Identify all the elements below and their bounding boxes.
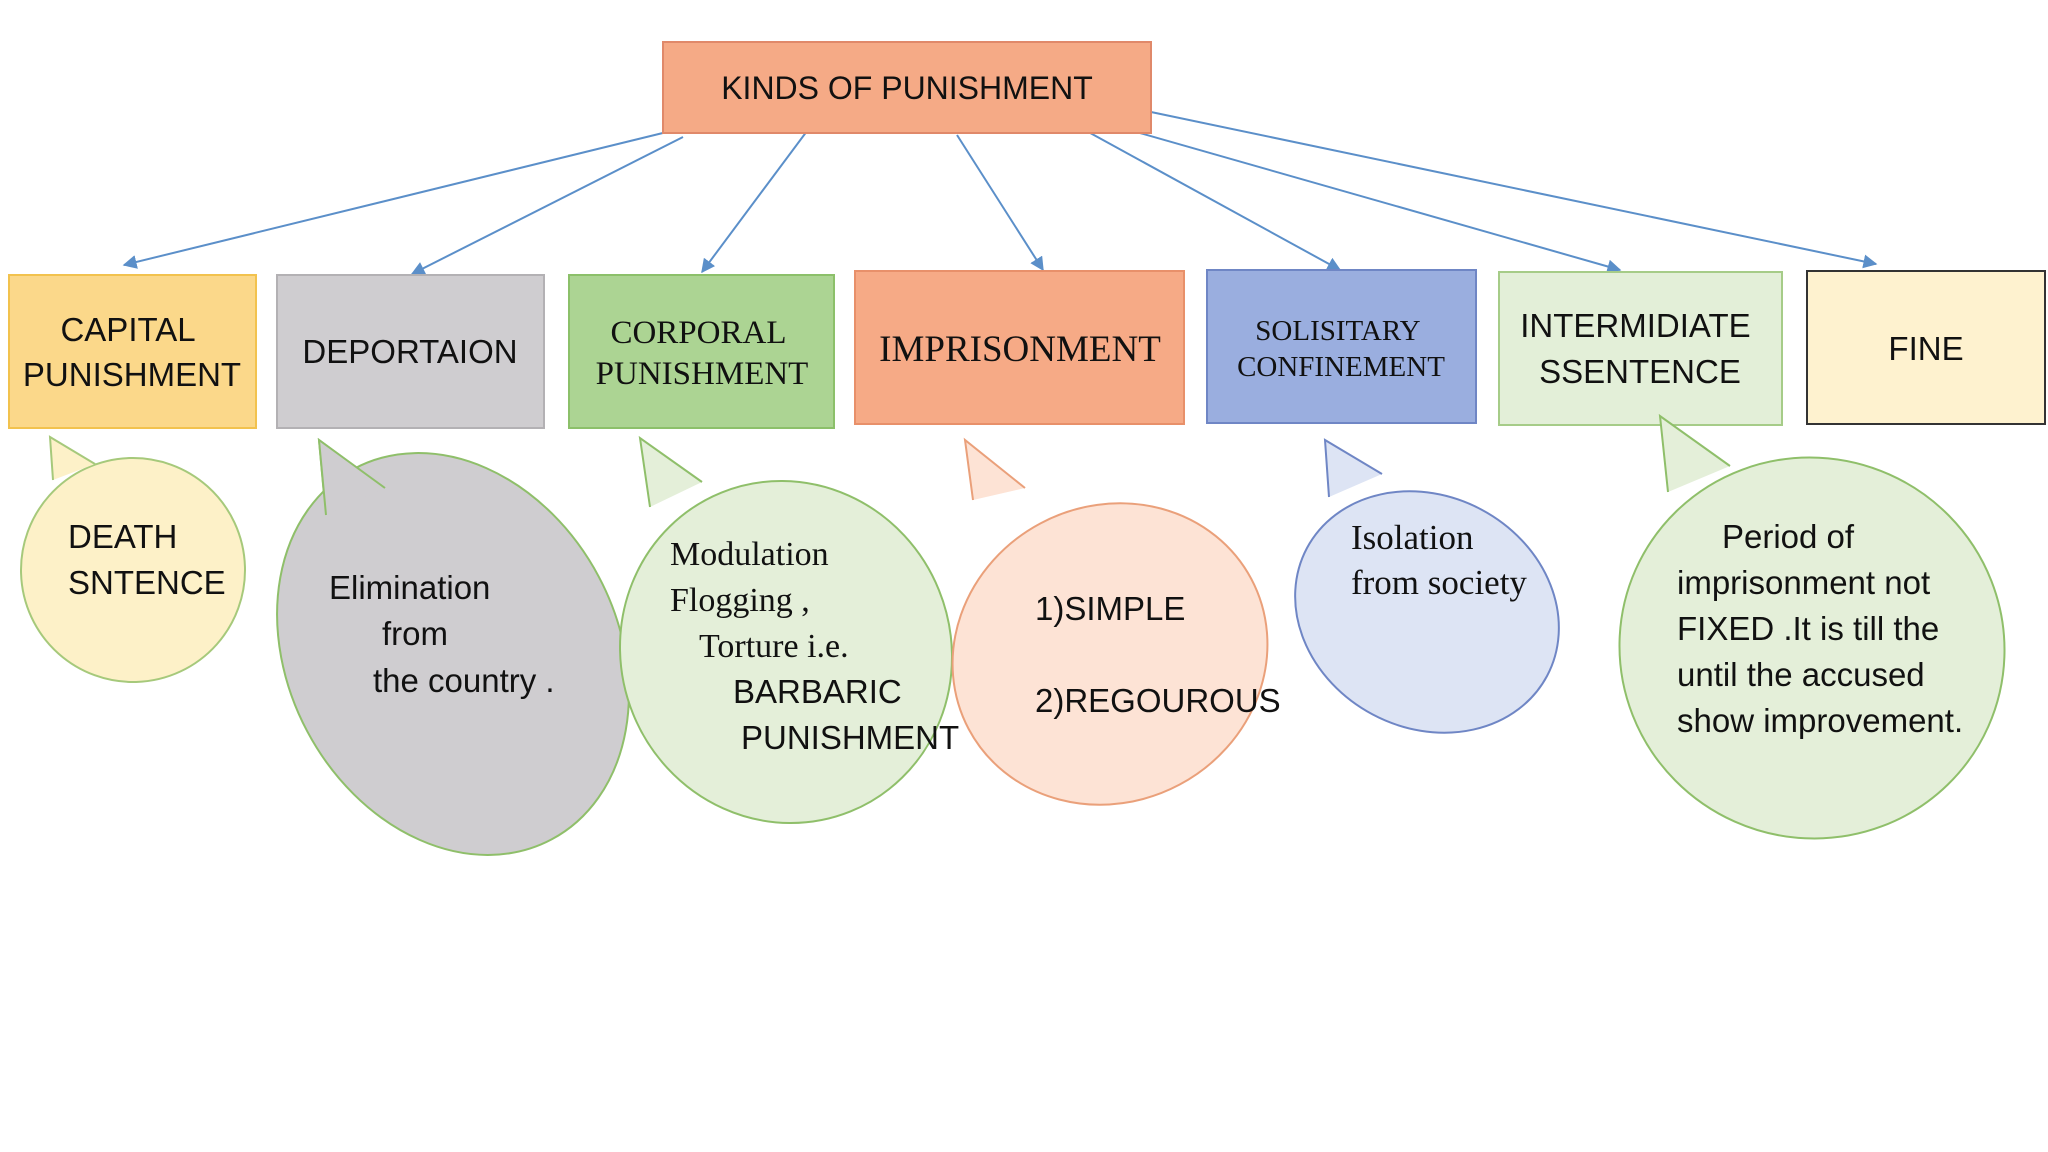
speech-bubble-body [618, 479, 954, 825]
speech-bubble-body [20, 457, 246, 683]
root-title: KINDS OF PUNISHMENT [721, 70, 1093, 106]
bubble-intermediate: Period of imprisonment not FIXED .It is … [1618, 413, 2006, 840]
speech-bubble-tail [638, 435, 703, 508]
category-label: FINE [1888, 330, 1963, 367]
arrow-to-deportation [410, 136, 684, 275]
speech-bubble-tail [1658, 413, 1731, 493]
connector-arrows [122, 111, 1878, 275]
category-box [854, 270, 1185, 425]
category-solitary: SOLISITARY CONFINEMENT [1206, 269, 1477, 424]
bubble-text: Modulation Flogging , Torture i.e. [670, 536, 849, 665]
speech-bubble-tail [48, 435, 96, 481]
category-box [1498, 271, 1783, 426]
bubble-deportation: Elimination from the country . [276, 437, 630, 856]
category-box [1206, 269, 1477, 424]
root-node: KINDS OF PUNISHMENT [662, 41, 1152, 134]
category-label: INTERMIDIATE SSENTENCE [1520, 307, 1760, 390]
speech-bubble-body [1294, 490, 1560, 734]
category-label: SOLISITARY CONFINEMENT [1237, 315, 1445, 383]
arrow-to-corporal [701, 126, 811, 274]
root-box [662, 41, 1152, 134]
category-box [1806, 270, 2046, 425]
speech-bubble-body [951, 502, 1269, 806]
speech-bubble-body [1618, 456, 2006, 840]
arrow-to-imprisonment [956, 134, 1044, 272]
bubble-text: Isolation from society [1351, 518, 1527, 602]
speech-bubble-tail [963, 437, 1026, 501]
arrow-to-solitary [1071, 122, 1342, 271]
bubble-solitary: Isolation from society [1294, 438, 1560, 734]
arrow-to-intermediate [1139, 132, 1622, 274]
category-label: DEPORTAION [302, 333, 517, 370]
speech-bubble-tail [317, 437, 386, 516]
category-fine: FINE [1806, 270, 2046, 425]
category-intermediate: INTERMIDIATE SSENTENCE [1498, 271, 1783, 426]
category-deportation: DEPORTAION [276, 274, 545, 429]
category-label: IMPRISONMENT [879, 329, 1161, 370]
bubble-text-caps: BARBARIC PUNISHMENT [733, 673, 959, 756]
bubble-text: 1)SIMPLE 2)REGOUROUS [1035, 590, 1281, 719]
bubble-text: DEATH SNTENCE [68, 518, 226, 601]
bubble-text: Period of imprisonment not FIXED .It is … [1677, 518, 1963, 739]
speech-bubble-tail [1323, 438, 1383, 498]
category-box [8, 274, 257, 429]
category-label: CAPITAL PUNISHMENT [23, 311, 241, 393]
arrow-to-fine [1150, 111, 1878, 269]
category-imprisonment: IMPRISONMENT [854, 270, 1185, 425]
bubble-imprisonment: 1)SIMPLE 2)REGOUROUS [951, 437, 1281, 806]
bubble-corporal: Modulation Flogging , Torture i.e. BARBA… [618, 435, 959, 825]
category-label: CORPORAL PUNISHMENT [596, 315, 809, 392]
category-box [568, 274, 835, 429]
category-box [276, 274, 545, 429]
bubble-text: Elimination from the country . [329, 569, 555, 699]
category-corporal: CORPORAL PUNISHMENT [568, 274, 835, 429]
arrow-to-capital [122, 130, 672, 269]
bubble-capital: DEATH SNTENCE [20, 435, 246, 683]
category-capital: CAPITAL PUNISHMENT [8, 274, 257, 429]
